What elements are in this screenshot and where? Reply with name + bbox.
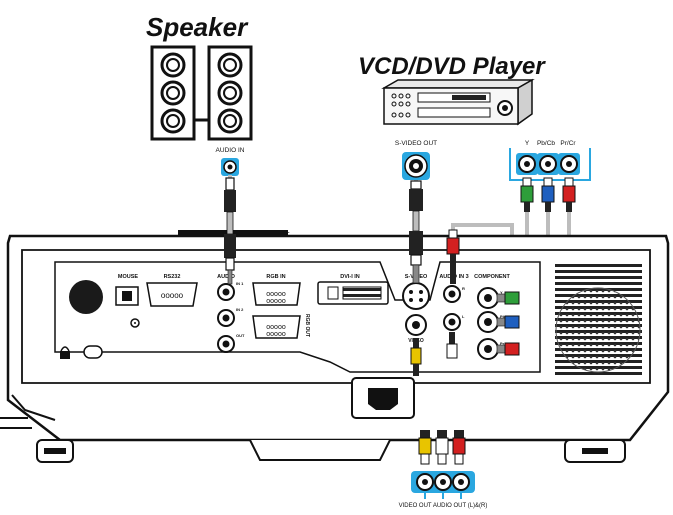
audio-r-plug [446, 229, 460, 284]
rs232-label: RS232 [164, 274, 181, 280]
projector-rear: ooooo ooooo ooooo ooooo ooooo [0, 230, 670, 463]
out-label: OUT [236, 333, 245, 338]
speaker-icon [150, 45, 253, 141]
svg-text:ooooo: ooooo [266, 298, 286, 305]
bottom-output-jacks [411, 471, 475, 499]
component-pb-label: Pb [500, 314, 506, 319]
audio-in-label: AUDIO IN [216, 147, 245, 154]
svideo-cable [409, 180, 423, 284]
audio-l-plug [446, 332, 458, 359]
r-label: R [462, 286, 465, 291]
y-label: Y [525, 140, 530, 147]
svg-text:ooooo: ooooo [161, 291, 184, 300]
l-label: L [462, 314, 465, 319]
bottom-plugs [418, 430, 466, 465]
speaker-title: Speaker [146, 12, 249, 42]
rgb-in-label: RGB IN [266, 274, 285, 280]
component-pr-label: Pr [500, 341, 505, 346]
component-y-label: Y [500, 290, 503, 295]
bottom-label: VIDEO OUT AUDIO OUT (L)&(R) [399, 503, 488, 509]
mouse-label: MOUSE [118, 274, 139, 280]
rgb-out-label: RGB OUT [304, 314, 310, 337]
pbcb-label: Pb/Cb [537, 140, 555, 147]
component-plugs-top [520, 177, 576, 212]
component-label: COMPONENT [474, 274, 510, 280]
svg-text:ooooo: ooooo [266, 324, 286, 331]
dvi-in-label: DVI-I IN [340, 274, 360, 280]
in1-label: IN 1 [236, 281, 244, 286]
audio-in-jack [221, 158, 239, 176]
component-plugs-projector [496, 291, 520, 356]
player-title: VCD/DVD Player [358, 53, 546, 80]
prcr-label: Pr/Cr [560, 140, 576, 147]
svg-text:ooooo: ooooo [266, 291, 286, 298]
audio-label: AUDIO [217, 274, 235, 280]
svideo-out-label: S-VIDEO OUT [395, 140, 437, 147]
video-plug [410, 338, 422, 376]
dvd-player-icon [381, 78, 535, 126]
in2-label: IN 2 [236, 307, 244, 312]
svideo-out-jack [402, 152, 430, 180]
svg-text:ooooo: ooooo [266, 331, 286, 338]
audio-cable [224, 177, 236, 285]
component-out-jacks [509, 148, 591, 181]
